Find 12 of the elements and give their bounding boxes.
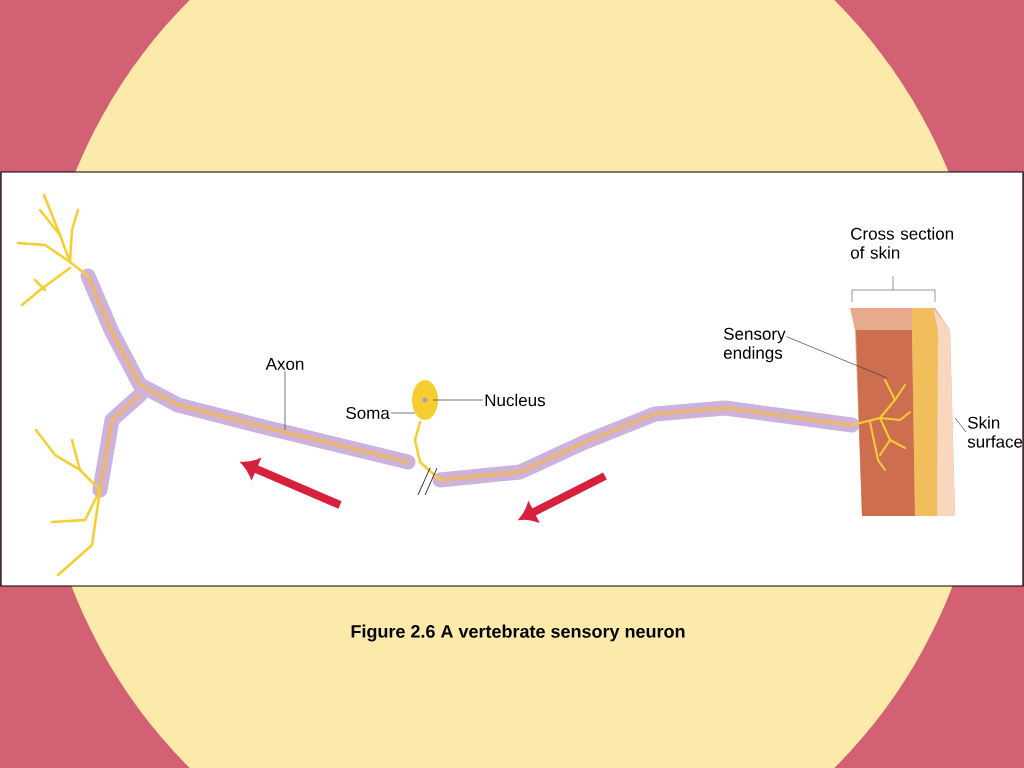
leader-line xyxy=(954,417,967,433)
node-label: Sensory endings xyxy=(723,327,786,363)
node-label: Nucleus xyxy=(485,393,545,407)
skin-section-label: Cross section of skin xyxy=(850,227,953,259)
leader-line xyxy=(432,399,484,401)
node-label: Skin surface xyxy=(967,416,1023,448)
leader-line xyxy=(284,370,286,431)
node-label: Axon xyxy=(265,358,304,370)
figure-caption: Figure 2.6 A vertebrate sensory neuron xyxy=(351,624,685,642)
leader-line xyxy=(786,336,888,379)
node-label: Soma xyxy=(346,407,390,420)
leader-line xyxy=(390,412,416,414)
